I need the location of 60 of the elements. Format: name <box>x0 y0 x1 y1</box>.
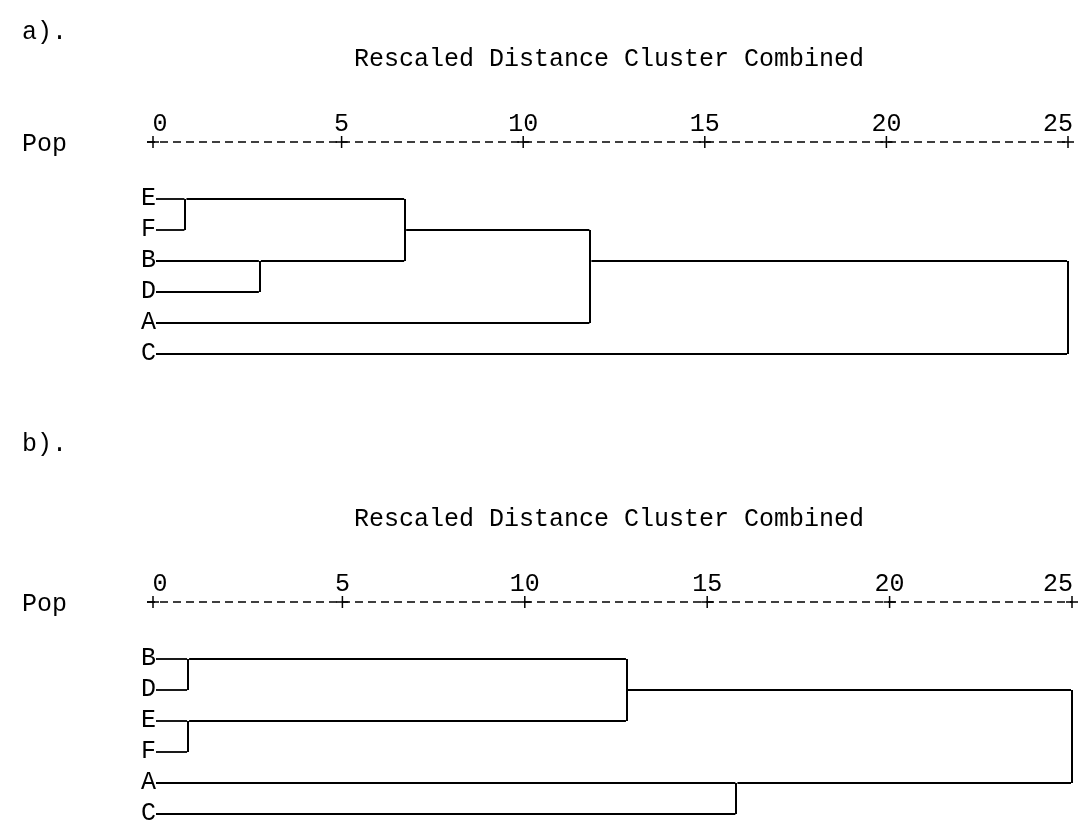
dendrogram-branch <box>405 229 591 231</box>
cluster-join-line <box>625 659 628 721</box>
panel-label: b). <box>22 432 67 457</box>
dendrogram-branch <box>627 689 1072 691</box>
tick-label: 5 <box>333 572 351 597</box>
dendrogram-branch <box>188 658 627 660</box>
axis-title: Rescaled Distance Cluster Combined <box>352 507 866 532</box>
leaf-label: A <box>141 309 156 337</box>
leaf-label: E <box>141 185 156 213</box>
tick-label: 20 <box>873 572 906 597</box>
leaf-label: B <box>141 247 156 275</box>
dendrogram-branch <box>155 353 1068 355</box>
tick-label: 25 <box>1042 112 1074 137</box>
cluster-join-line <box>735 783 738 814</box>
cluster-join-line <box>404 199 407 261</box>
tick-label: 0 <box>151 112 169 137</box>
tick-label: 5 <box>333 112 351 137</box>
leaf-label: C <box>141 800 156 827</box>
leaf-label: D <box>141 278 156 306</box>
cluster-join-line <box>1067 261 1069 354</box>
tick-label: 0 <box>151 572 169 597</box>
dendrogram-branch <box>260 260 406 262</box>
dendrogram-branch <box>155 689 188 691</box>
leaf-label: C <box>141 340 156 368</box>
dendrogram-branch <box>188 720 627 722</box>
leaf-label: F <box>141 216 156 244</box>
row-header: Pop <box>22 592 67 617</box>
cluster-join-line <box>184 199 187 230</box>
leaf-label: A <box>141 769 156 797</box>
dendrogram-branch <box>155 260 260 262</box>
axis-title: Rescaled Distance Cluster Combined <box>352 47 866 72</box>
cluster-join-line <box>258 261 261 292</box>
dendrogram-branch <box>155 322 591 324</box>
tick-label: 15 <box>688 112 721 137</box>
tick-label: 15 <box>691 572 724 597</box>
dendrogram-branch <box>155 751 188 753</box>
tick-label: 25 <box>1042 572 1074 597</box>
leaf-label: B <box>141 645 156 673</box>
dendrogram-branch <box>155 229 186 231</box>
dendrogram-branch <box>155 291 260 293</box>
dendrogram-branch <box>590 260 1068 262</box>
dendrogram-branch <box>736 782 1072 784</box>
tick-label: 10 <box>507 112 540 137</box>
row-header: Pop <box>22 132 67 157</box>
cluster-join-line <box>187 659 190 690</box>
cluster-join-line <box>1071 690 1073 783</box>
tick-label: 20 <box>870 112 903 137</box>
panel-label: a). <box>22 20 67 45</box>
dendrogram-branch <box>155 198 186 200</box>
dendrogram-branch <box>155 658 188 660</box>
cluster-join-line <box>187 721 190 752</box>
cluster-join-line <box>589 230 592 323</box>
dendrogram-branch <box>155 782 737 784</box>
dendrogram-branch <box>155 720 188 722</box>
dendrogram-branch <box>155 813 737 815</box>
leaf-label: D <box>141 676 156 704</box>
leaf-label: F <box>141 738 156 766</box>
dendrogram-branch <box>185 198 406 200</box>
tick-label: 10 <box>508 572 541 597</box>
leaf-label: E <box>141 707 156 735</box>
